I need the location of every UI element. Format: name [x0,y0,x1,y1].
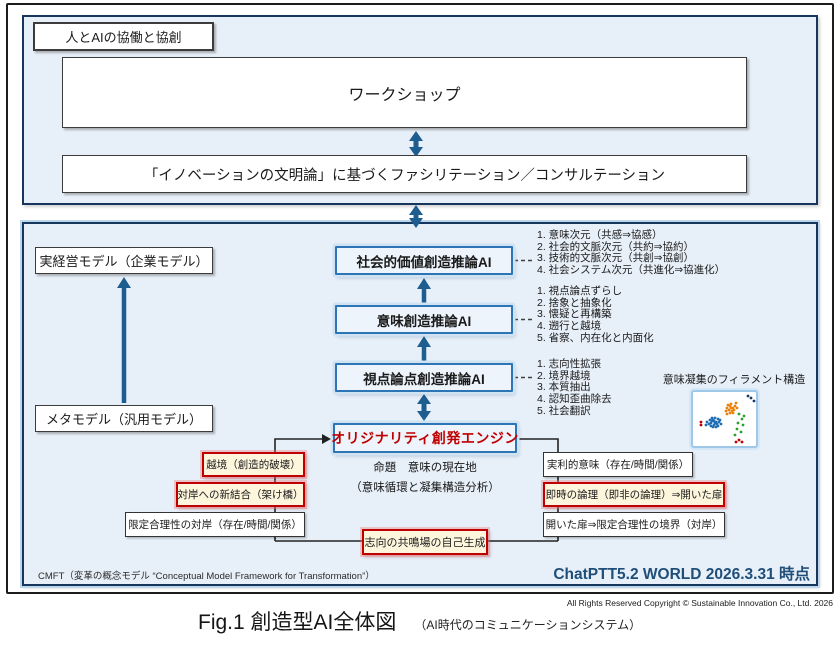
instant-logic-box: 即時の論理（即非の論理）⇒開いた扉 [543,482,725,507]
outer-frame [6,3,834,594]
workshop-text: ワークショップ [348,86,461,104]
figure-caption: Fig.1 創造型AI全体図 [198,611,397,634]
copyright-text: All Rights Reserved Copyright © Sustaina… [566,598,833,608]
cmft-footnote-text: CMFT（変革の概念モデル “Conceptual Model Framewor… [38,571,375,582]
figure-caption-row: Fig.1 創造型AI全体図 （AI時代のコミュニケーションシステム） [198,606,641,636]
cmft-footnote: CMFT（変革の概念モデル “Conceptual Model Framewor… [38,568,375,582]
proposition-line2: （意味循環と凝集構造分析） [350,482,500,494]
originality-engine-box: オリジナリティ創発エンジン [331,423,519,453]
meaning-method-list: 1. 視点論点ずらし 2. 捨象と抽象化 3. 懐疑と再構築 4. 遡行と越境 … [537,285,654,345]
human-ai-collab-text: 人とAIの協働と協創 [65,30,182,45]
viewpoint-ai-text: 視点論点創造推論AI [363,371,485,387]
version-stamp: ChatPTT5.2 WORLD 2026.3.31 時点 [520,562,810,584]
proposition-line1: 命題 意味の現在地 [373,462,477,474]
list-item: 5. 社会翻訳 [537,404,591,417]
meaning-creation-ai-text: 意味創造推論AI [376,313,472,329]
social-value-dimension-list: 1. 意味次元（共感⇒協感） 2. 社会的文脈次元（共約⇒協約） 3. 技術的文… [537,229,726,277]
list-item: 3. 懐疑と再構築 [537,308,612,321]
list-item: 1. 志向性拡張 [537,358,602,370]
list-item: 2. 境界越境 [537,369,591,382]
meta-model-box: メタモデル（汎用モデル） [35,405,213,432]
filament-scatter-plot [699,394,756,444]
originality-engine-text: オリジナリティ創発エンジン [331,430,519,446]
social-value-ai-box: 社会的価値創造推論AI [335,246,513,275]
practical-meaning-text: 実利的意味（存在/時間/関係） [546,459,690,471]
new-combination-box: 対岸への新結合（架け橋） [176,482,305,507]
resonance-field-box: 志向の共鳴場の自己生成 [362,529,488,555]
version-stamp-text: ChatPTT5.2 WORLD 2026.3.31 時点 [553,566,810,583]
filament-label-text: 意味凝集のフィラメント構造 [662,374,806,386]
open-door-text: 開いた扉⇒限定合理性の境界（対岸） [545,519,723,531]
human-ai-collab-label: 人とAIの協働と協創 [33,22,214,51]
copyright-line: All Rights Reserved Copyright © Sustaina… [470,598,833,608]
meta-model-text: メタモデル（汎用モデル） [45,412,202,427]
workshop-box: ワークショップ [62,57,747,128]
list-item: 1. 意味次元（共感⇒協感） [537,229,663,241]
list-item: 2. 社会的文脈次元（共約⇒協約） [537,240,694,253]
list-item: 4. 社会システム次元（共進化⇒協進化） [537,264,726,277]
facilitation-text: 「イノベーションの文明論」に基づくファシリテーション／コンサルテーション [143,167,666,184]
figure-caption-sub: （AI時代のコミュニケーションシステム） [414,618,642,632]
list-item: 3. 技術的文脈次元（共創⇒協創） [537,252,694,265]
proposition-note: 命題 意味の現在地 （意味循環と凝集構造分析） [325,458,525,498]
bounded-rationality-text: 限定合理性の対岸（存在/時間/関係） [128,519,302,531]
resonance-field-text: 志向の共鳴場の自己生成 [364,537,486,549]
instant-logic-text: 即時の論理（即非の論理）⇒開いた扉 [545,489,723,501]
list-item: 3. 本質抽出 [537,381,591,394]
social-value-ai-text: 社会的価値創造推論AI [356,254,492,270]
viewpoint-method-list: 1. 志向性拡張 2. 境界越境 3. 本質抽出 4. 認知歪曲除去 5. 社会… [537,358,612,418]
list-item: 1. 視点論点ずらし [537,285,623,297]
meaning-creation-ai-box: 意味創造推論AI [335,305,513,334]
real-management-model-box: 実経営モデル（企業モデル） [35,247,213,274]
real-model-text: 実経営モデル（企業モデル） [39,254,209,269]
new-combination-text: 対岸への新結合（架け橋） [177,489,304,501]
border-crossing-text: 越境（創造的破壊） [206,459,301,471]
bounded-rationality-box: 限定合理性の対岸（存在/時間/関係） [125,512,305,537]
filament-label: 意味凝集のフィラメント構造 [660,371,808,387]
list-item: 2. 捨象と抽象化 [537,296,612,309]
list-item: 5. 省察、内在化と内面化 [537,331,654,344]
filament-scatter [691,390,758,448]
list-item: 4. 遡行と越境 [537,320,602,333]
facilitation-box: 「イノベーションの文明論」に基づくファシリテーション／コンサルテーション [62,155,747,193]
open-door-box: 開いた扉⇒限定合理性の境界（対岸） [543,512,725,537]
viewpoint-ai-box: 視点論点創造推論AI [335,363,513,392]
border-crossing-box: 越境（創造的破壊） [202,452,305,477]
practical-meaning-box: 実利的意味（存在/時間/関係） [543,452,693,477]
list-item: 4. 認知歪曲除去 [537,393,612,406]
